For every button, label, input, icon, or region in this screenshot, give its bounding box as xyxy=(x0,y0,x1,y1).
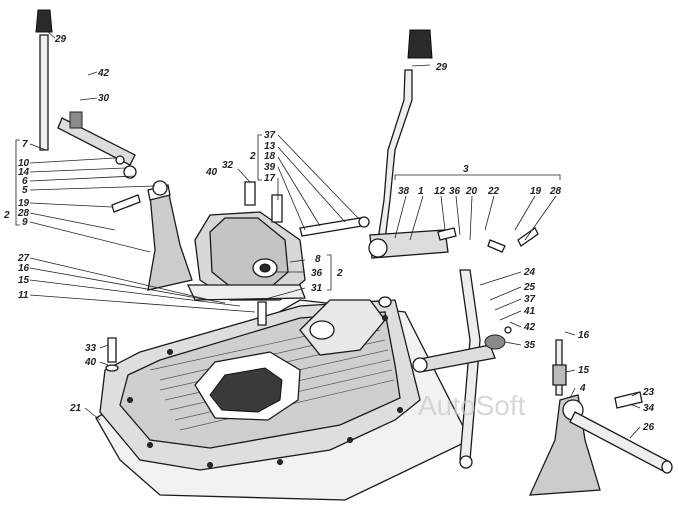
label-36-mid: 36 xyxy=(311,268,323,279)
label-16-right: 16 xyxy=(578,330,590,341)
label-12: 12 xyxy=(434,186,446,197)
right-shift-fork xyxy=(528,339,673,496)
bolts xyxy=(105,181,539,372)
label-21: 21 xyxy=(69,403,82,414)
label-6: 6 xyxy=(22,176,28,187)
label-2-top: 2 xyxy=(249,151,256,162)
label-29-right: 29 xyxy=(435,62,448,73)
label-17: 17 xyxy=(264,173,276,184)
label-16-left: 16 xyxy=(18,263,30,274)
middle-shift-rod xyxy=(412,269,506,469)
label-34: 34 xyxy=(643,403,655,414)
label-15-left: 15 xyxy=(18,275,30,286)
watermark: AutoSoft xyxy=(418,390,526,421)
label-4: 4 xyxy=(579,383,586,394)
label-20: 20 xyxy=(465,186,478,197)
gear-lever xyxy=(368,29,449,259)
label-19-left: 19 xyxy=(18,198,30,209)
label-29-left: 29 xyxy=(54,34,67,45)
leader-lines xyxy=(15,31,641,439)
label-40-top: 40 xyxy=(205,167,218,178)
label-23: 23 xyxy=(642,387,655,398)
label-35: 35 xyxy=(524,340,536,351)
label-40-left: 40 xyxy=(84,357,97,368)
label-42-right: 42 xyxy=(523,322,536,333)
label-24: 24 xyxy=(523,267,536,278)
label-37-top: 37 xyxy=(264,130,276,141)
label-39: 39 xyxy=(264,162,276,173)
label-5: 5 xyxy=(22,185,28,196)
callout-labels: 29 29 42 30 7 10 14 6 5 19 28 2 9 37 13 … xyxy=(3,34,655,433)
label-37-right: 37 xyxy=(524,294,536,305)
label-42-left: 42 xyxy=(97,68,110,79)
label-33: 33 xyxy=(85,343,97,354)
label-1: 1 xyxy=(418,186,424,197)
shift-housing xyxy=(186,211,306,301)
label-8: 8 xyxy=(315,254,321,265)
label-41: 41 xyxy=(523,306,536,317)
label-14: 14 xyxy=(18,167,30,178)
label-11: 11 xyxy=(18,290,29,301)
label-27: 27 xyxy=(17,253,30,264)
label-19-right: 19 xyxy=(530,186,542,197)
label-9: 9 xyxy=(22,217,28,228)
label-15-right: 15 xyxy=(578,365,590,376)
label-2-mid: 2 xyxy=(336,268,343,279)
left-shift-fork xyxy=(35,9,193,291)
label-3: 3 xyxy=(463,164,469,175)
label-10: 10 xyxy=(18,158,30,169)
label-32: 32 xyxy=(222,160,234,171)
label-31: 31 xyxy=(311,283,323,294)
label-13: 13 xyxy=(264,141,276,152)
label-28-right: 28 xyxy=(549,186,562,197)
label-30: 30 xyxy=(98,93,110,104)
label-25: 25 xyxy=(523,282,536,293)
label-36-right: 36 xyxy=(449,186,461,197)
label-22: 22 xyxy=(487,186,500,197)
label-18: 18 xyxy=(264,151,276,162)
label-7: 7 xyxy=(22,139,28,150)
label-26: 26 xyxy=(642,422,655,433)
label-28-left: 28 xyxy=(17,208,30,219)
label-2-left: 2 xyxy=(3,210,10,221)
gearbox-cover xyxy=(95,299,471,501)
label-38: 38 xyxy=(398,186,410,197)
